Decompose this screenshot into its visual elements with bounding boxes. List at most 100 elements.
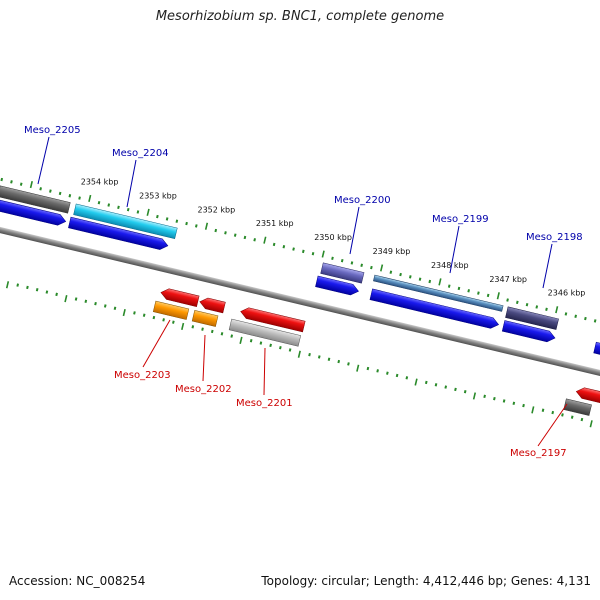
ruler-tick bbox=[360, 263, 363, 267]
ruler-tick bbox=[172, 320, 175, 324]
label-meso-2199[interactable]: Meso_2199 bbox=[432, 214, 489, 225]
ruler-tick bbox=[311, 251, 315, 256]
ruler-tick bbox=[162, 318, 165, 322]
label-meso-2200[interactable]: Meso_2200 bbox=[334, 195, 391, 206]
feature-cyan-2204[interactable] bbox=[73, 203, 178, 240]
ruler-tick bbox=[29, 180, 33, 189]
ruler-tick bbox=[88, 194, 92, 203]
cds-reverse-2203[interactable] bbox=[160, 287, 200, 307]
cds-forward-2196[interactable] bbox=[593, 341, 600, 366]
leader-meso-2199 bbox=[449, 225, 460, 274]
ruler-tick bbox=[181, 322, 185, 331]
ruler-tick bbox=[551, 410, 555, 415]
ruler-tick bbox=[84, 299, 88, 304]
ruler-tick bbox=[233, 233, 237, 237]
ruler-tick bbox=[113, 306, 117, 310]
ruler-tick bbox=[366, 366, 370, 371]
ruler-tick bbox=[515, 300, 519, 305]
ruler-tick bbox=[16, 283, 20, 287]
ruler-tick bbox=[496, 292, 500, 300]
reverse-features bbox=[152, 287, 600, 416]
ruler-tick bbox=[122, 308, 126, 317]
ruler-tick bbox=[370, 265, 373, 270]
ruler-tick bbox=[502, 399, 506, 403]
ruler-tick bbox=[210, 329, 214, 334]
scale-label: 2354 kbp bbox=[81, 177, 119, 186]
cds-reverse-2202[interactable] bbox=[199, 296, 226, 314]
ruler-tick bbox=[525, 302, 529, 307]
ruler-tick bbox=[438, 278, 442, 286]
feature-gray-2197[interactable] bbox=[563, 398, 592, 416]
ruler-tick bbox=[26, 285, 29, 290]
ruler-tick bbox=[584, 316, 587, 321]
feature-purple-2200[interactable] bbox=[320, 262, 365, 284]
ruler-tick bbox=[472, 392, 477, 400]
ruler-tick bbox=[327, 357, 331, 361]
feature-lightgray-2201[interactable] bbox=[228, 318, 302, 347]
label-meso-2197[interactable]: Meso_2197 bbox=[510, 448, 567, 459]
cds-reverse-2201[interactable] bbox=[239, 306, 306, 333]
ruler-tick bbox=[399, 272, 402, 277]
ruler-tick bbox=[204, 222, 209, 230]
cds-forward-2200[interactable] bbox=[315, 275, 359, 297]
ruler-tick bbox=[64, 295, 68, 303]
leader-meso-2201 bbox=[263, 347, 266, 396]
ruler-tick bbox=[454, 387, 457, 392]
ruler-tick bbox=[152, 315, 156, 320]
label-meso-2198[interactable]: Meso_2198 bbox=[526, 232, 583, 243]
label-meso-2203[interactable]: Meso_2203 bbox=[114, 370, 171, 381]
ruler-tick bbox=[282, 245, 286, 249]
ruler-tick bbox=[457, 286, 461, 291]
ruler-tick bbox=[447, 284, 451, 288]
ruler-tick bbox=[321, 250, 325, 258]
ruler-tick bbox=[185, 221, 188, 226]
feature-orange-2203[interactable] bbox=[152, 300, 190, 320]
ruler-tick bbox=[239, 336, 243, 344]
ruler-tick bbox=[194, 224, 198, 228]
label-meso-2205[interactable]: Meso_2205 bbox=[24, 125, 81, 136]
ruler-tick bbox=[483, 394, 486, 399]
label-meso-2204[interactable]: Meso_2204 bbox=[112, 148, 169, 159]
ruler-tick bbox=[414, 378, 418, 386]
feature-orange-2202[interactable] bbox=[191, 310, 219, 327]
ruler-tick bbox=[444, 385, 448, 389]
scale-label: 2351 kbp bbox=[256, 219, 294, 228]
ruler-tick bbox=[535, 305, 539, 309]
ruler-tick bbox=[45, 290, 49, 294]
cds-forward-2205[interactable] bbox=[0, 199, 67, 226]
ruler-tick bbox=[380, 264, 384, 272]
feature-steel-2199[interactable] bbox=[373, 274, 504, 312]
feature-gray-2205[interactable] bbox=[0, 185, 71, 214]
ruler-tick bbox=[486, 293, 490, 298]
cds-reverse-2197[interactable] bbox=[575, 386, 600, 405]
feature-slate-2198[interactable] bbox=[505, 306, 559, 330]
ruler-tick bbox=[78, 196, 81, 200]
ruler-tick bbox=[230, 334, 234, 338]
outer-tick-ruler bbox=[0, 177, 597, 323]
ruler-tick bbox=[224, 231, 227, 235]
ruler-tick bbox=[424, 380, 428, 385]
leader-meso-2197 bbox=[537, 403, 568, 447]
ruler-tick bbox=[253, 238, 256, 242]
ruler-tick bbox=[308, 352, 311, 357]
label-meso-2202[interactable]: Meso_2202 bbox=[175, 384, 232, 395]
cds-forward-2199[interactable] bbox=[369, 288, 500, 330]
scale-label: 2350 kbp bbox=[314, 233, 352, 242]
leader-meso-2204 bbox=[126, 159, 137, 208]
label-leaders bbox=[37, 136, 568, 447]
scale-label: 2353 kbp bbox=[139, 191, 177, 200]
ruler-tick bbox=[10, 180, 13, 184]
ruler-tick bbox=[103, 304, 107, 308]
cds-forward-2198[interactable] bbox=[501, 320, 556, 343]
label-meso-2201[interactable]: Meso_2201 bbox=[236, 398, 293, 409]
ruler-tick bbox=[386, 371, 389, 375]
ruler-tick bbox=[347, 362, 350, 366]
ruler-tick bbox=[493, 396, 496, 401]
ruler-tick bbox=[531, 406, 535, 414]
ruler-tick bbox=[19, 182, 23, 186]
ruler-tick bbox=[477, 291, 480, 295]
ruler-tick bbox=[220, 332, 224, 336]
cds-forward-2204[interactable] bbox=[68, 216, 169, 251]
